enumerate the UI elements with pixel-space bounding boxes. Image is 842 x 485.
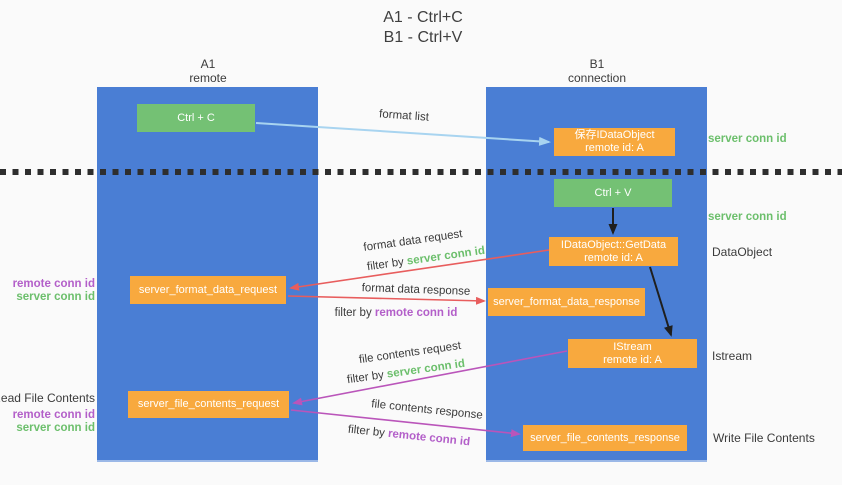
- label-istream: Istream: [712, 349, 753, 363]
- node-server-format-data-response: server_format_data_response: [488, 288, 645, 316]
- label-server-conn-id-mid-right: server conn id: [708, 211, 787, 223]
- node-file-response-label: server_file_contents_response: [530, 431, 680, 444]
- column-header-a1: A1 remote: [148, 57, 268, 85]
- label-server-conn-id-top-right: server conn id: [708, 133, 787, 145]
- diagram-title: A1 - Ctrl+C B1 - Ctrl+V: [338, 8, 508, 48]
- node-save-idataobject-line2: remote id: A: [585, 142, 644, 154]
- node-ctrl-c-label: Ctrl + C: [177, 111, 215, 124]
- node-file-request-label: server_file_contents_request: [137, 398, 280, 410]
- label-dataobject: DataObject: [712, 245, 773, 259]
- label-server-conn-id-left-1: server conn id: [16, 291, 95, 303]
- label-filter-remote-conn-id-1: filter by remote conn id: [334, 307, 458, 319]
- node-ctrl-c: Ctrl + C: [137, 104, 255, 132]
- column-header-b1: B1 connection: [537, 57, 657, 85]
- label-format-data-response: format data response: [361, 282, 471, 298]
- node-ctrl-v: Ctrl + V: [554, 179, 672, 207]
- node-istream-line2: remote id: A: [603, 353, 662, 366]
- label-read-file-contents: Read File Contents: [0, 391, 95, 405]
- column-b1-name: B1: [589, 57, 605, 71]
- node-getdata-line2: remote id: A: [584, 251, 643, 264]
- node-save-idataobject: 保存IDataObject remote id: A: [554, 128, 675, 156]
- label-format-list: format list: [378, 108, 430, 124]
- label-remote-conn-id-left-2: remote conn id: [12, 409, 95, 421]
- label-filter-remote-conn-id-2: filter by remote conn id: [347, 423, 471, 449]
- node-save-idataobject-line1: 保存IDataObject: [574, 129, 655, 141]
- node-server-file-contents-response: server_file_contents_response: [523, 425, 687, 451]
- column-b1-role: connection: [567, 71, 627, 85]
- machine-boundary-dotted-line: [0, 169, 842, 175]
- node-idataobject-getdata: IDataObject::GetData remote id: A: [549, 237, 678, 266]
- node-format-request-label: server_format_data_request: [138, 283, 278, 296]
- label-file-contents-response: file contents response: [370, 398, 484, 422]
- title-line-1: A1 - Ctrl+C: [383, 9, 463, 26]
- column-a1-name: A1: [200, 57, 216, 71]
- label-write-file-contents: Write File Contents: [713, 431, 815, 445]
- node-format-response-label: server_format_data_response: [493, 295, 640, 308]
- node-istream-line1: IStream: [613, 340, 652, 353]
- label-remote-conn-id-left-1: remote conn id: [12, 278, 95, 290]
- label-server-conn-id-left-2: server conn id: [16, 422, 95, 434]
- node-server-file-contents-request: server_file_contents_request: [128, 391, 289, 418]
- node-ctrl-v-label: Ctrl + V: [594, 186, 632, 199]
- node-istream: IStream remote id: A: [568, 339, 697, 368]
- node-server-format-data-request: server_format_data_request: [130, 276, 286, 304]
- column-a1-role: remote: [189, 71, 227, 85]
- title-line-2: B1 - Ctrl+V: [383, 29, 463, 46]
- node-getdata-line1: IDataObject::GetData: [560, 238, 667, 251]
